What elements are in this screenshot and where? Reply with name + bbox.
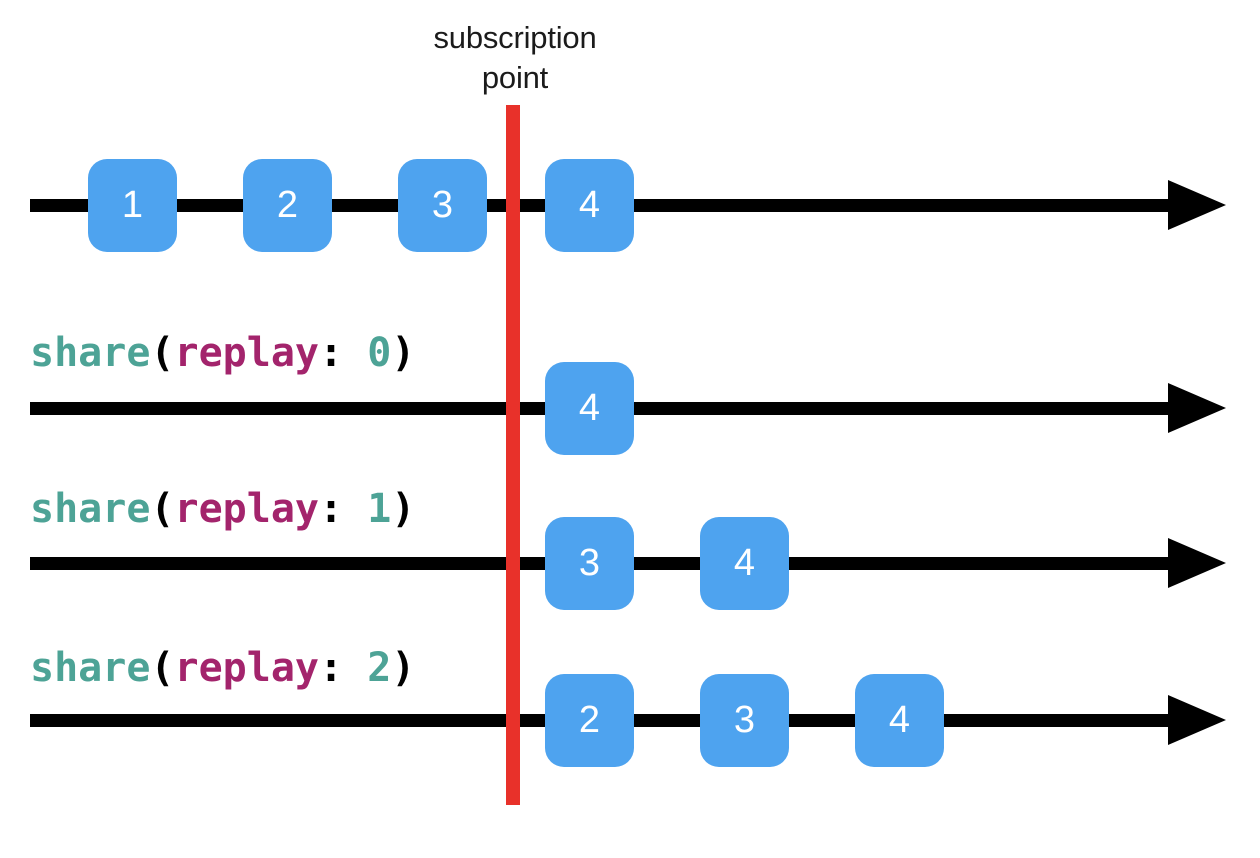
marble-event[interactable]: 4 — [545, 159, 634, 252]
marble-event[interactable]: 3 — [398, 159, 487, 252]
code-token-punctuation: : — [319, 486, 368, 532]
code-token-punctuation: : — [319, 645, 368, 691]
code-token-function: share — [30, 330, 151, 376]
code-token-punctuation: ) — [391, 486, 416, 532]
marble-event[interactable]: 4 — [545, 362, 634, 455]
code-token-punctuation: : — [319, 330, 368, 376]
marble-event[interactable]: 2 — [545, 674, 634, 767]
arrow-head-icon — [1168, 383, 1226, 433]
marble-event[interactable]: 4 — [700, 517, 789, 610]
code-token-argument: replay — [174, 330, 320, 376]
marble-event[interactable]: 2 — [243, 159, 332, 252]
operator-label-share-replay-0: share(replay: 0) — [30, 330, 415, 376]
code-token-argument: replay — [174, 486, 320, 532]
marble-event[interactable]: 3 — [545, 517, 634, 610]
code-token-punctuation: ) — [391, 330, 416, 376]
code-token-argument: replay — [174, 645, 320, 691]
code-token-punctuation: ( — [150, 330, 175, 376]
code-token-function: share — [30, 645, 151, 691]
code-token-number: 2 — [367, 645, 392, 691]
code-token-punctuation: ( — [150, 486, 175, 532]
code-token-punctuation: ( — [150, 645, 175, 691]
arrow-head-icon — [1168, 180, 1226, 230]
code-token-number: 0 — [367, 330, 392, 376]
subscription-point-line — [506, 105, 520, 805]
arrow-head-icon — [1168, 538, 1226, 588]
code-token-number: 1 — [367, 486, 392, 532]
marble-event[interactable]: 3 — [700, 674, 789, 767]
operator-label-share-replay-1: share(replay: 1) — [30, 486, 415, 532]
code-token-punctuation: ) — [391, 645, 416, 691]
marble-event[interactable]: 1 — [88, 159, 177, 252]
operator-label-share-replay-2: share(replay: 2) — [30, 645, 415, 691]
arrow-head-icon — [1168, 695, 1226, 745]
code-token-function: share — [30, 486, 151, 532]
marble-event[interactable]: 4 — [855, 674, 944, 767]
subscription-point-label: subscription point — [433, 20, 597, 95]
